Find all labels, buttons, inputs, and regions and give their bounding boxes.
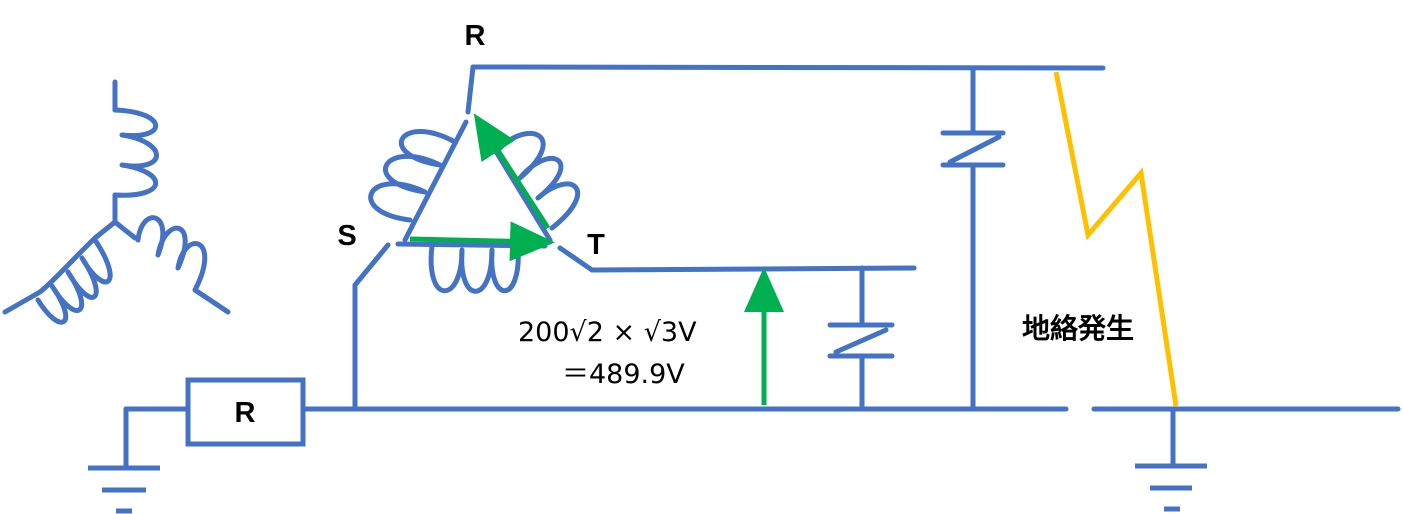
capacitor-t [827,322,895,359]
equation-line-1: 200√2 × √3V [518,317,697,348]
arrow-t-to-r [473,113,551,230]
t-phase-line [589,265,917,273]
delta-left-side [402,119,469,243]
delta-left-coil [368,129,458,223]
star-left-coil [35,237,113,325]
voltage-arrows [409,113,784,405]
star-transformer [2,79,231,325]
delta-right-coil [495,131,580,231]
phase-r-label: R [465,20,486,52]
circuit-lines [123,64,1401,471]
delta-bottom-side [395,241,548,249]
delta-t-lead [557,245,595,273]
ground-symbol-right [1135,463,1207,512]
ground-fault-label: 地絡発生 [1022,312,1134,345]
resistor-label: R [235,397,256,429]
ground-fault-bolt [1053,71,1179,407]
star-top-coil [112,107,159,198]
phase-t-label: T [587,229,605,261]
delta-transformer [352,64,595,411]
delta-bottom-coil [428,243,521,294]
star-left-branch [2,219,118,315]
star-right-branch [112,219,231,315]
delta-s-lead [352,242,391,411]
delta-r-lead [465,64,476,115]
phase-s-label: S [337,220,356,252]
arrow-s-to-t [409,221,555,262]
equation-line-2: ＝489.9V [562,359,685,390]
ground-symbol-left [88,465,160,514]
neutral-resistor [185,377,306,447]
star-right-coil [135,215,208,293]
r-phase-line [470,64,1106,71]
capacitor-r [940,130,1006,168]
